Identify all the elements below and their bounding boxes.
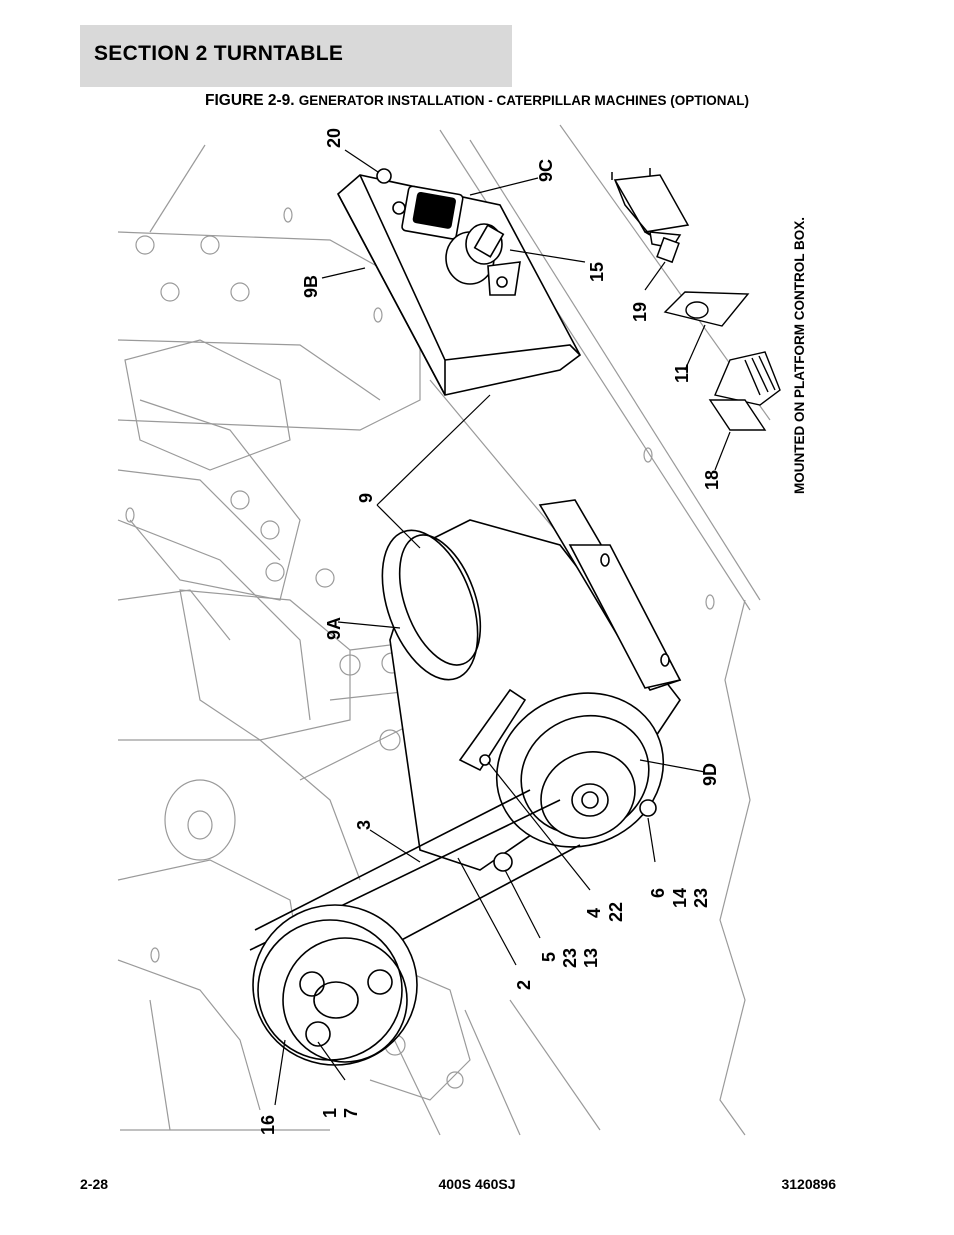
figure-number: FIGURE 2-9. [205,92,295,109]
leader-lines [274,149,731,1106]
callout-22: 22 [606,902,626,922]
callout-23b: 23 [560,948,580,968]
callout-20: 20 [324,128,344,148]
callout-9d: 9D [700,763,720,786]
callout-9: 9 [356,493,376,503]
toggle-switch [611,168,690,264]
callout-1: 1 [320,1108,340,1118]
callout-9a: 9A [324,617,344,640]
callout-19: 19 [630,302,650,322]
callout-7: 7 [341,1108,361,1118]
generator-pulley [458,688,665,848]
callout-14: 14 [670,888,690,908]
section-title: SECTION 2 TURNTABLE [94,42,344,65]
callout-5: 5 [539,952,559,962]
callouts: 20 9C 9B 15 19 11 18 9 9A 9D 3 6 14 23 4… [258,128,722,1135]
figure-title: FIGURE 2-9. GENERATOR INSTALLATION - CAT… [0,92,954,110]
control-box [336,168,582,396]
callout-23: 23 [691,888,711,908]
side-note: MOUNTED ON PLATFORM CONTROL BOX. [792,217,807,494]
callout-4: 4 [584,908,604,918]
footer-page-number: 2-28 [80,1176,109,1192]
callout-18: 18 [702,470,722,490]
section-header: SECTION 2 TURNTABLE [80,25,512,87]
callout-15: 15 [587,262,607,282]
callout-9b: 9B [301,275,321,298]
callout-6: 6 [648,888,668,898]
callout-16: 16 [258,1115,278,1135]
switch-guard [708,351,781,431]
callout-11: 11 [672,364,692,383]
gasket-plate [663,291,750,327]
callout-13: 13 [581,948,601,968]
footer-model: 400S 460SJ [438,1176,516,1192]
footer-doc-number: 3120896 [781,1176,836,1192]
callout-3: 3 [354,820,374,830]
callout-2: 2 [514,980,534,990]
callout-9c: 9C [536,159,556,182]
figure-caption: GENERATOR INSTALLATION - CATERPILLAR MAC… [298,93,749,108]
